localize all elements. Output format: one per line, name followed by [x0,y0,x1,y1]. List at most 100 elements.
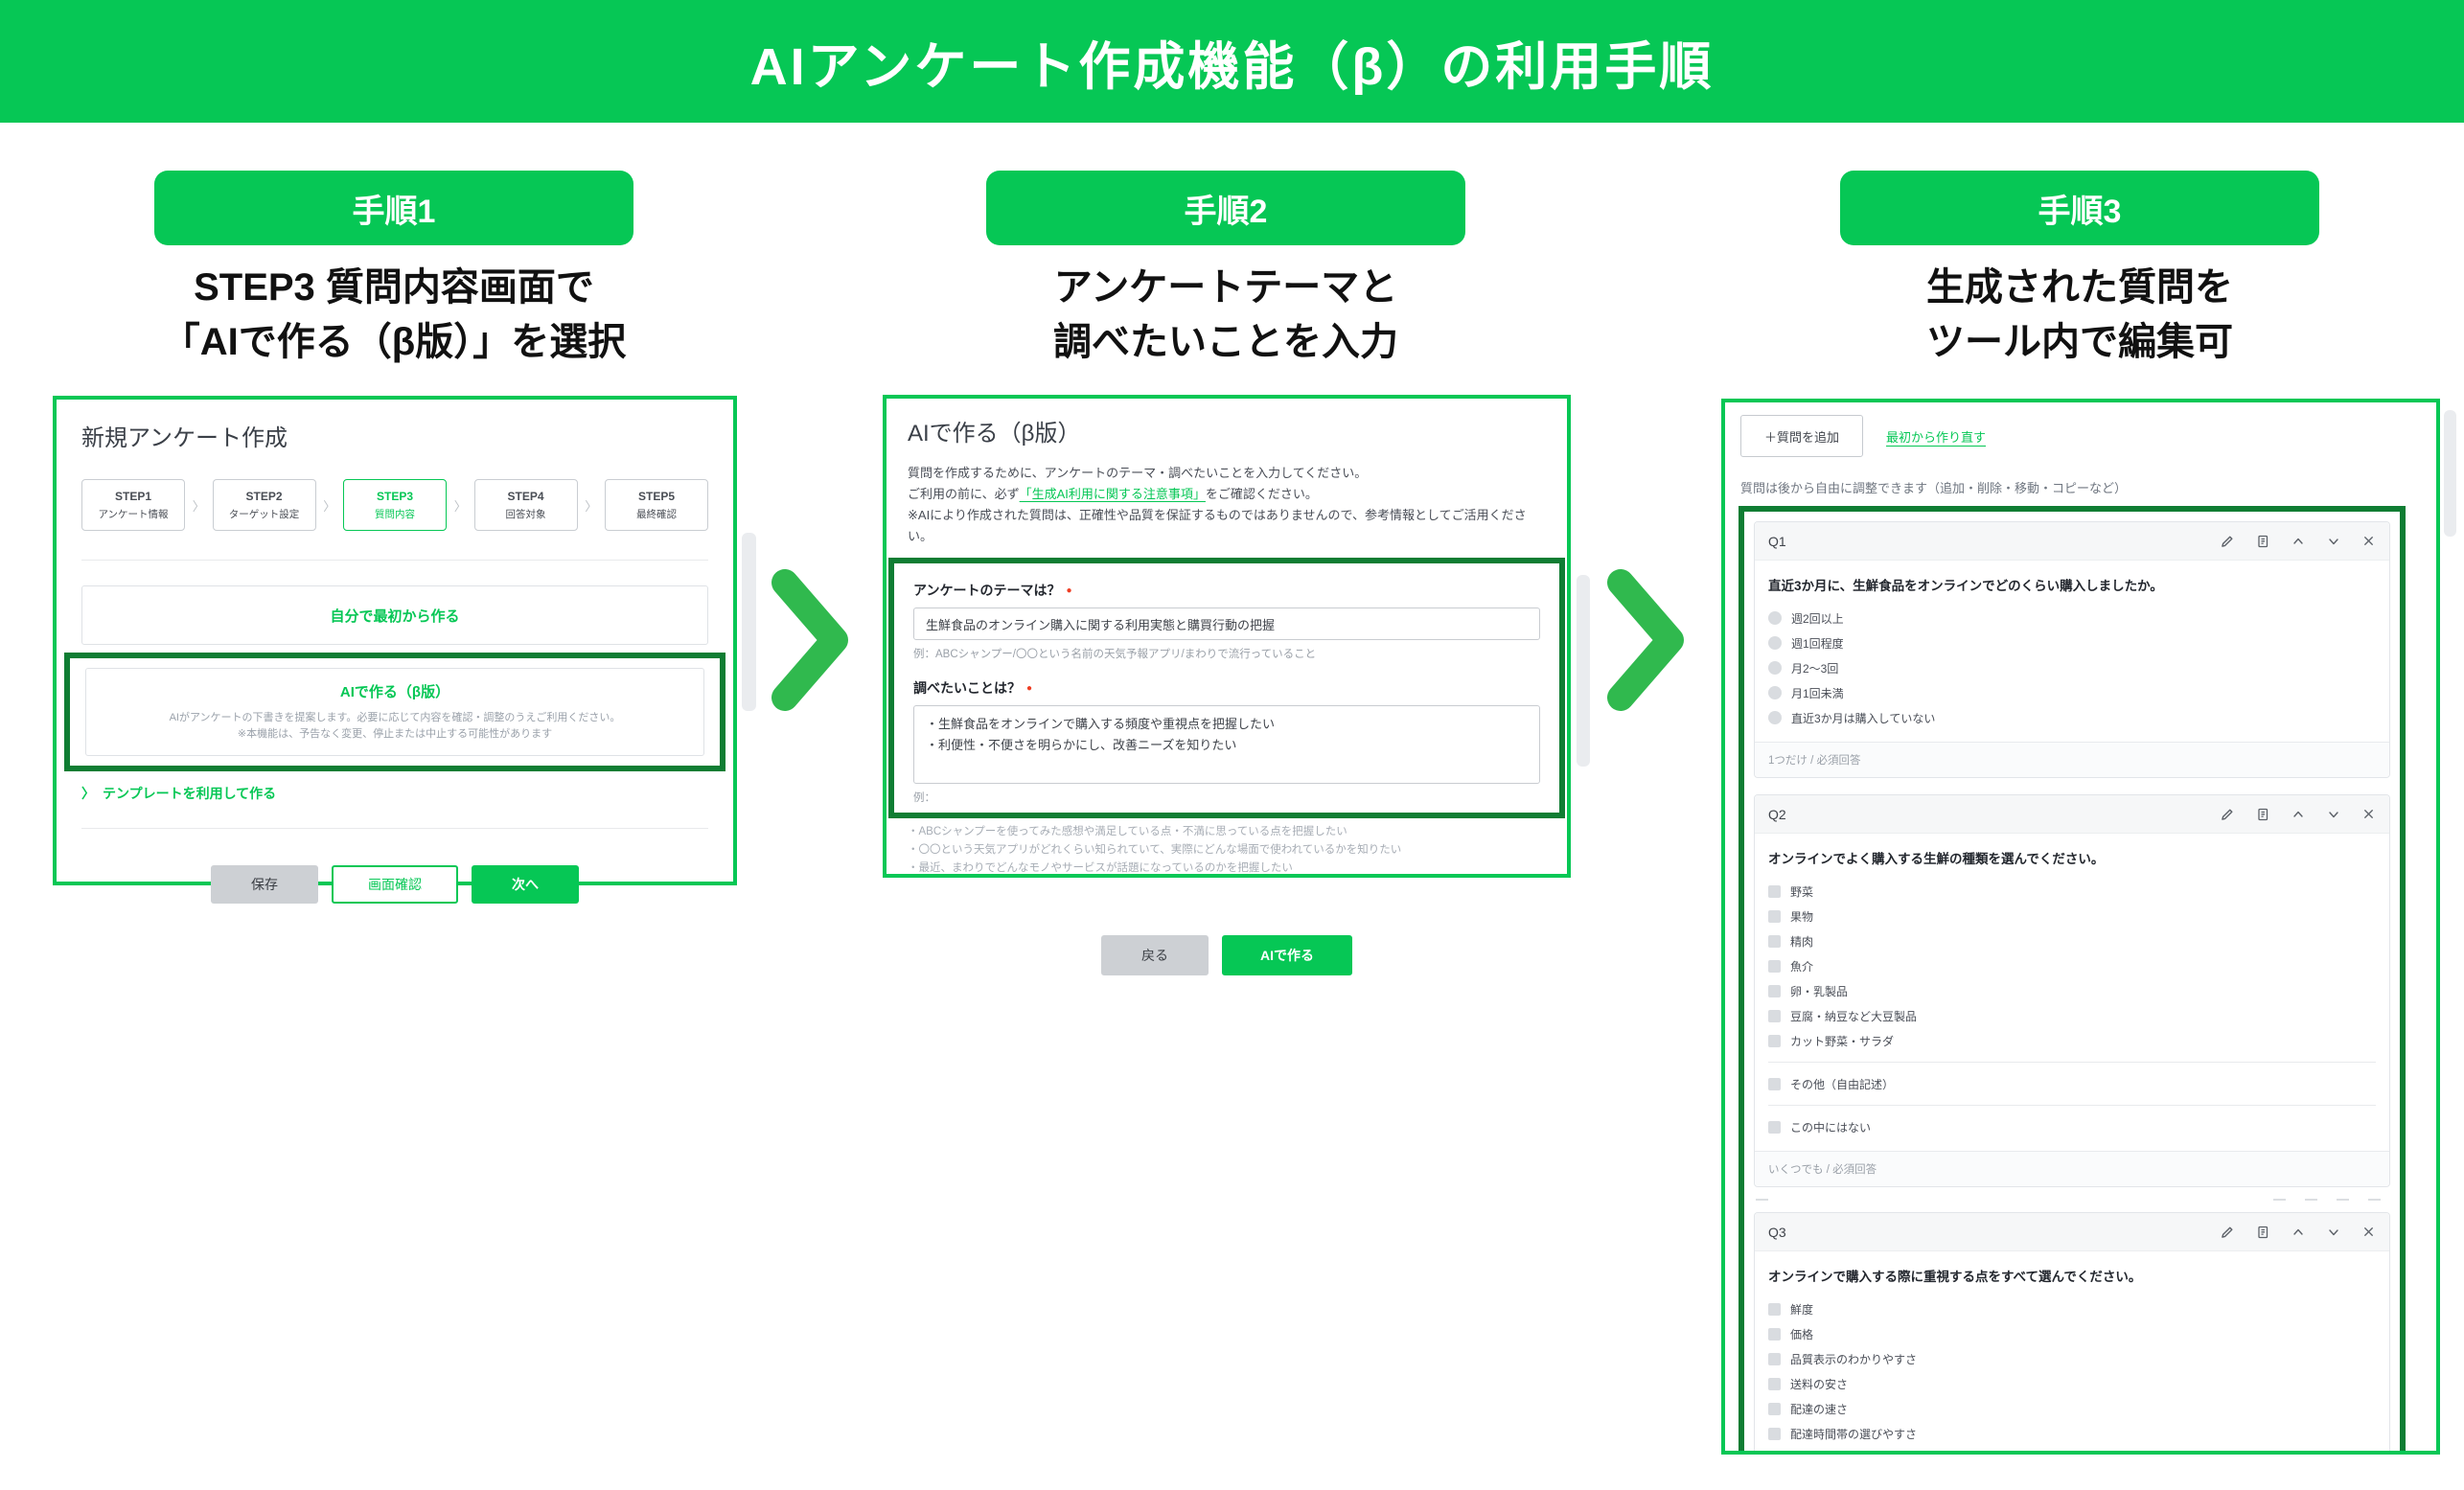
next-button[interactable]: 次へ [472,865,579,904]
step2-title: アンケートテーマと 調べたいことを入力 [862,261,1590,370]
edit-pencil-icon[interactable] [2220,1225,2235,1240]
q2-text: オンラインでよく購入する生鮮の種類を選んでください。 [1768,852,2105,866]
template-link[interactable]: 〉 テンプレートを利用して作る [81,784,708,803]
q1-option: 週2回以上 [1768,606,2376,630]
option-label: 卵・乳製品 [1790,984,1849,998]
radio-icon[interactable] [1768,611,1782,625]
create-with-ai-card[interactable]: AIで作る（β版） AIがアンケートの下書きを提案します。必要に応じて内容を確認… [85,668,704,756]
intro-line1: 質問を作成するために、アンケートのテーマ・調べたいことを入力してください。 [908,466,1368,480]
checkbox-icon[interactable] [1768,934,1781,948]
copy-icon[interactable] [2255,534,2270,549]
checkbox-icon[interactable] [1768,884,1781,898]
checkbox-icon[interactable] [1768,1453,1781,1456]
step1-title-line1: STEP3 質問内容画面で [194,266,594,309]
option-divider [1768,1062,2376,1063]
edit-pencil-icon[interactable] [2220,807,2235,822]
radio-icon[interactable] [1768,636,1782,650]
q2-option: 果物 [1768,904,2376,928]
q1-id: Q1 [1768,533,1786,549]
template-link-label: テンプレートを利用して作る [103,786,277,801]
option-label: その他（自由記述） [1790,1077,1895,1091]
option-label: カット野菜・サラダ [1790,1034,1895,1048]
chevron-right-icon: 〉 [585,498,598,514]
move-up-icon[interactable] [2291,534,2306,549]
wizard-step-5-no: STEP5 [637,489,675,503]
panel-step1-screenshot: 新規アンケート作成 STEP1 アンケート情報 〉 STEP2 ターゲット設定 … [53,396,737,904]
move-up-icon[interactable] [2291,807,2306,822]
wizard-step-4-no: STEP4 [507,489,544,503]
wizard-step-5[interactable]: STEP5 最終確認 [605,479,708,531]
option-label: 週1回程度 [1791,636,1844,651]
wizard-step-2[interactable]: STEP2 ターゲット設定 [212,479,316,531]
scrollbar-artifact [1577,575,1590,767]
move-down-icon[interactable] [2326,807,2341,822]
move-down-icon[interactable] [2326,534,2341,549]
checkbox-icon[interactable] [1768,1402,1781,1415]
q2-header: Q2 [1755,795,2389,834]
q2-option: 魚介 [1768,953,2376,978]
option-label: 品質表示のわかりやすさ [1790,1352,1918,1366]
highlight-box-ai-card: AIで作る（β版） AIがアンケートの下書きを提案します。必要に応じて内容を確認… [64,653,725,771]
delete-x-icon[interactable] [2361,1225,2376,1239]
option-label: 欠品時の代替提案 [1790,1451,1882,1452]
checkbox-icon[interactable] [1768,1352,1781,1365]
q3-option: 鮮度 [1768,1296,2376,1321]
checkbox-icon[interactable] [1768,959,1781,973]
checkbox-icon[interactable] [1768,984,1781,997]
example-item: ・〇〇という天気アプリがどれくらい知られていて、実際にどんな場面で使われているか… [908,844,1402,856]
checkbox-icon[interactable] [1768,909,1781,923]
option-label: 配達の速さ [1790,1402,1849,1416]
ai-card-title: AIで作る（β版） [339,684,450,700]
checkbox-icon[interactable] [1768,1034,1781,1047]
q2-option-none: この中にはない [1768,1114,2376,1139]
wizard-step-4[interactable]: STEP4 回答対象 [473,479,578,531]
q1-body: 直近3か月に、生鮮食品をオンラインでどのくらい購入しましたか。 週2回以上 週1… [1755,561,2389,742]
example-item: ・ABCシャンプーを使ってみた感想や満足している点・不満に思っている点を把握した… [908,826,1347,837]
wizard-step-1[interactable]: STEP1 アンケート情報 [81,479,185,531]
theme-input[interactable]: 生鮮食品のオンライン購入に関する利用実態と購買行動の把握 [913,607,1540,640]
editor-toolbar: ＋質問を追加 最初から作り直す [1740,415,2421,457]
edit-pencil-icon[interactable] [2220,534,2235,549]
checkbox-icon[interactable] [1768,1427,1781,1440]
rebuild-link[interactable]: 最初から作り直す [1886,429,1987,445]
create-with-ai-button[interactable]: AIで作る [1222,935,1352,975]
checkbox-icon[interactable] [1768,1327,1781,1341]
preview-button[interactable]: 画面確認 [332,865,458,904]
theme-label: アンケートのテーマは？● [913,581,1540,600]
save-button[interactable]: 保存 [211,865,318,904]
required-dot-icon: ● [1026,683,1033,694]
q1-option: 週1回程度 [1768,630,2376,655]
copy-icon[interactable] [2255,1225,2270,1240]
chevron-right-icon: 〉 [453,498,467,514]
move-down-icon[interactable] [2326,1225,2341,1240]
checkbox-icon[interactable] [1768,1302,1781,1316]
step3-title: 生成された質問を ツール内で編集可 [1716,261,2444,370]
research-line1: ・生鮮食品をオンラインで購入する頻度や重視点を把握したい [926,717,1276,731]
checkbox-icon[interactable] [1768,1377,1781,1390]
option-label: 野菜 [1790,884,1814,899]
create-from-scratch-card[interactable]: 自分で最初から作る [81,585,708,645]
arrow-right-icon [1598,565,1693,720]
radio-icon[interactable] [1768,711,1782,724]
copy-icon[interactable] [2255,807,2270,822]
q2-footer: いくつでも / 必須回答 [1755,1151,2389,1186]
radio-icon[interactable] [1768,661,1782,675]
checkbox-icon[interactable] [1768,1120,1781,1134]
wizard-step-3-active[interactable]: STEP3 質問内容 [343,479,447,531]
back-button[interactable]: 戻る [1101,935,1209,975]
q2-option: 精肉 [1768,928,2376,953]
example-heading: 例： [913,792,935,804]
q3-body: オンラインで購入する際に重視する点をすべて選んでください。 鮮度 価格 品質表示… [1755,1251,2389,1456]
move-up-icon[interactable] [2291,1225,2306,1240]
radio-icon[interactable] [1768,686,1782,699]
delete-x-icon[interactable] [2361,534,2376,548]
checkbox-icon[interactable] [1768,1077,1781,1090]
add-question-button[interactable]: ＋質問を追加 [1740,415,1863,457]
research-textarea[interactable]: ・生鮮食品をオンラインで購入する頻度や重視点を把握したい ・利便性・不便さを明ら… [913,705,1540,784]
checkbox-icon[interactable] [1768,1009,1781,1022]
ai-notice-link[interactable]: 「生成AI利用に関する注意事項」 [1019,487,1206,501]
option-label: 豆腐・納豆など大豆製品 [1790,1009,1918,1023]
clipped-question-row [1756,1196,2388,1203]
delete-x-icon[interactable] [2361,807,2376,821]
step3-badge: 手順3 [1840,171,2319,245]
